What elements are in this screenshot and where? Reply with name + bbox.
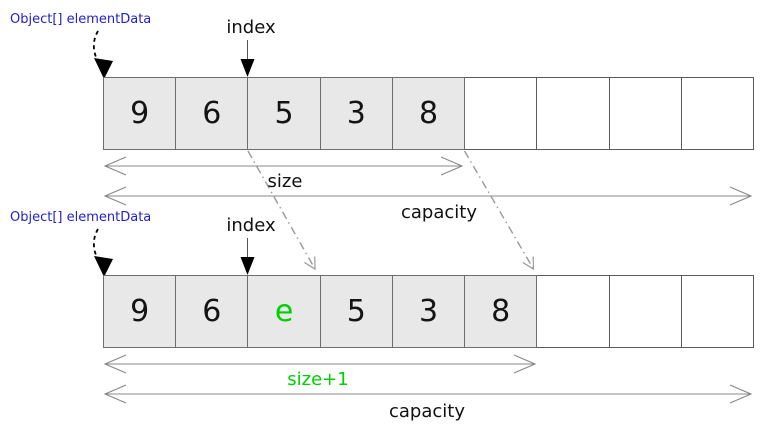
elementdata-label-top: Object[] elementData [10, 12, 152, 27]
cell-value: 6 [202, 96, 222, 131]
array-cell-empty [537, 275, 610, 348]
cell-value: 9 [130, 96, 150, 131]
array-cell: 5 [320, 275, 393, 348]
cell-value: 6 [202, 294, 222, 329]
elementdata-pointer-top-arrow [92, 30, 113, 79]
array-cell: 8 [465, 275, 538, 348]
array-cell-empty [681, 275, 754, 348]
array-cell-inserted: e [248, 275, 321, 348]
array-cell: 6 [176, 77, 249, 150]
array-cell: 6 [176, 275, 249, 348]
array-cell: 9 [103, 275, 177, 348]
cell-value: 3 [418, 294, 439, 329]
index-label-top: index [226, 17, 276, 38]
capacity-label-bottom: capacity [389, 401, 465, 422]
array-cell-empty [537, 77, 610, 150]
array-cell: 5 [248, 77, 321, 150]
shift-arrow-index [247, 150, 316, 271]
array-cell: 9 [103, 77, 177, 150]
index-pointer-bottom-arrow [240, 238, 255, 275]
cell-value: 8 [418, 96, 439, 131]
array-cell-empty [609, 275, 682, 348]
size-label-top: size [267, 171, 303, 192]
capacity-label-top: capacity [401, 202, 477, 223]
size-plus-one-label: size+1 [287, 369, 349, 390]
array-cell: 8 [392, 77, 466, 150]
cell-value: 9 [130, 294, 150, 329]
array-cell-empty [681, 77, 754, 150]
index-pointer-top-arrow [240, 40, 255, 77]
cell-value: 8 [491, 294, 511, 329]
cell-value: 3 [346, 96, 366, 131]
array-cell: 3 [320, 77, 393, 150]
index-label-bottom: index [226, 215, 276, 236]
array-row-before: 9 6 5 3 8 [103, 77, 754, 150]
cell-value: 5 [274, 96, 294, 131]
elementdata-label-bottom: Object[] elementData [10, 210, 152, 225]
array-cell-empty [609, 77, 682, 150]
array-cell: 3 [392, 275, 466, 348]
cell-value: 5 [346, 294, 366, 329]
array-cell-empty [465, 77, 538, 150]
cell-value: e [274, 294, 294, 329]
elementdata-pointer-bottom-arrow [92, 228, 113, 277]
array-row-after: 9 6 e 5 3 8 [103, 275, 754, 348]
